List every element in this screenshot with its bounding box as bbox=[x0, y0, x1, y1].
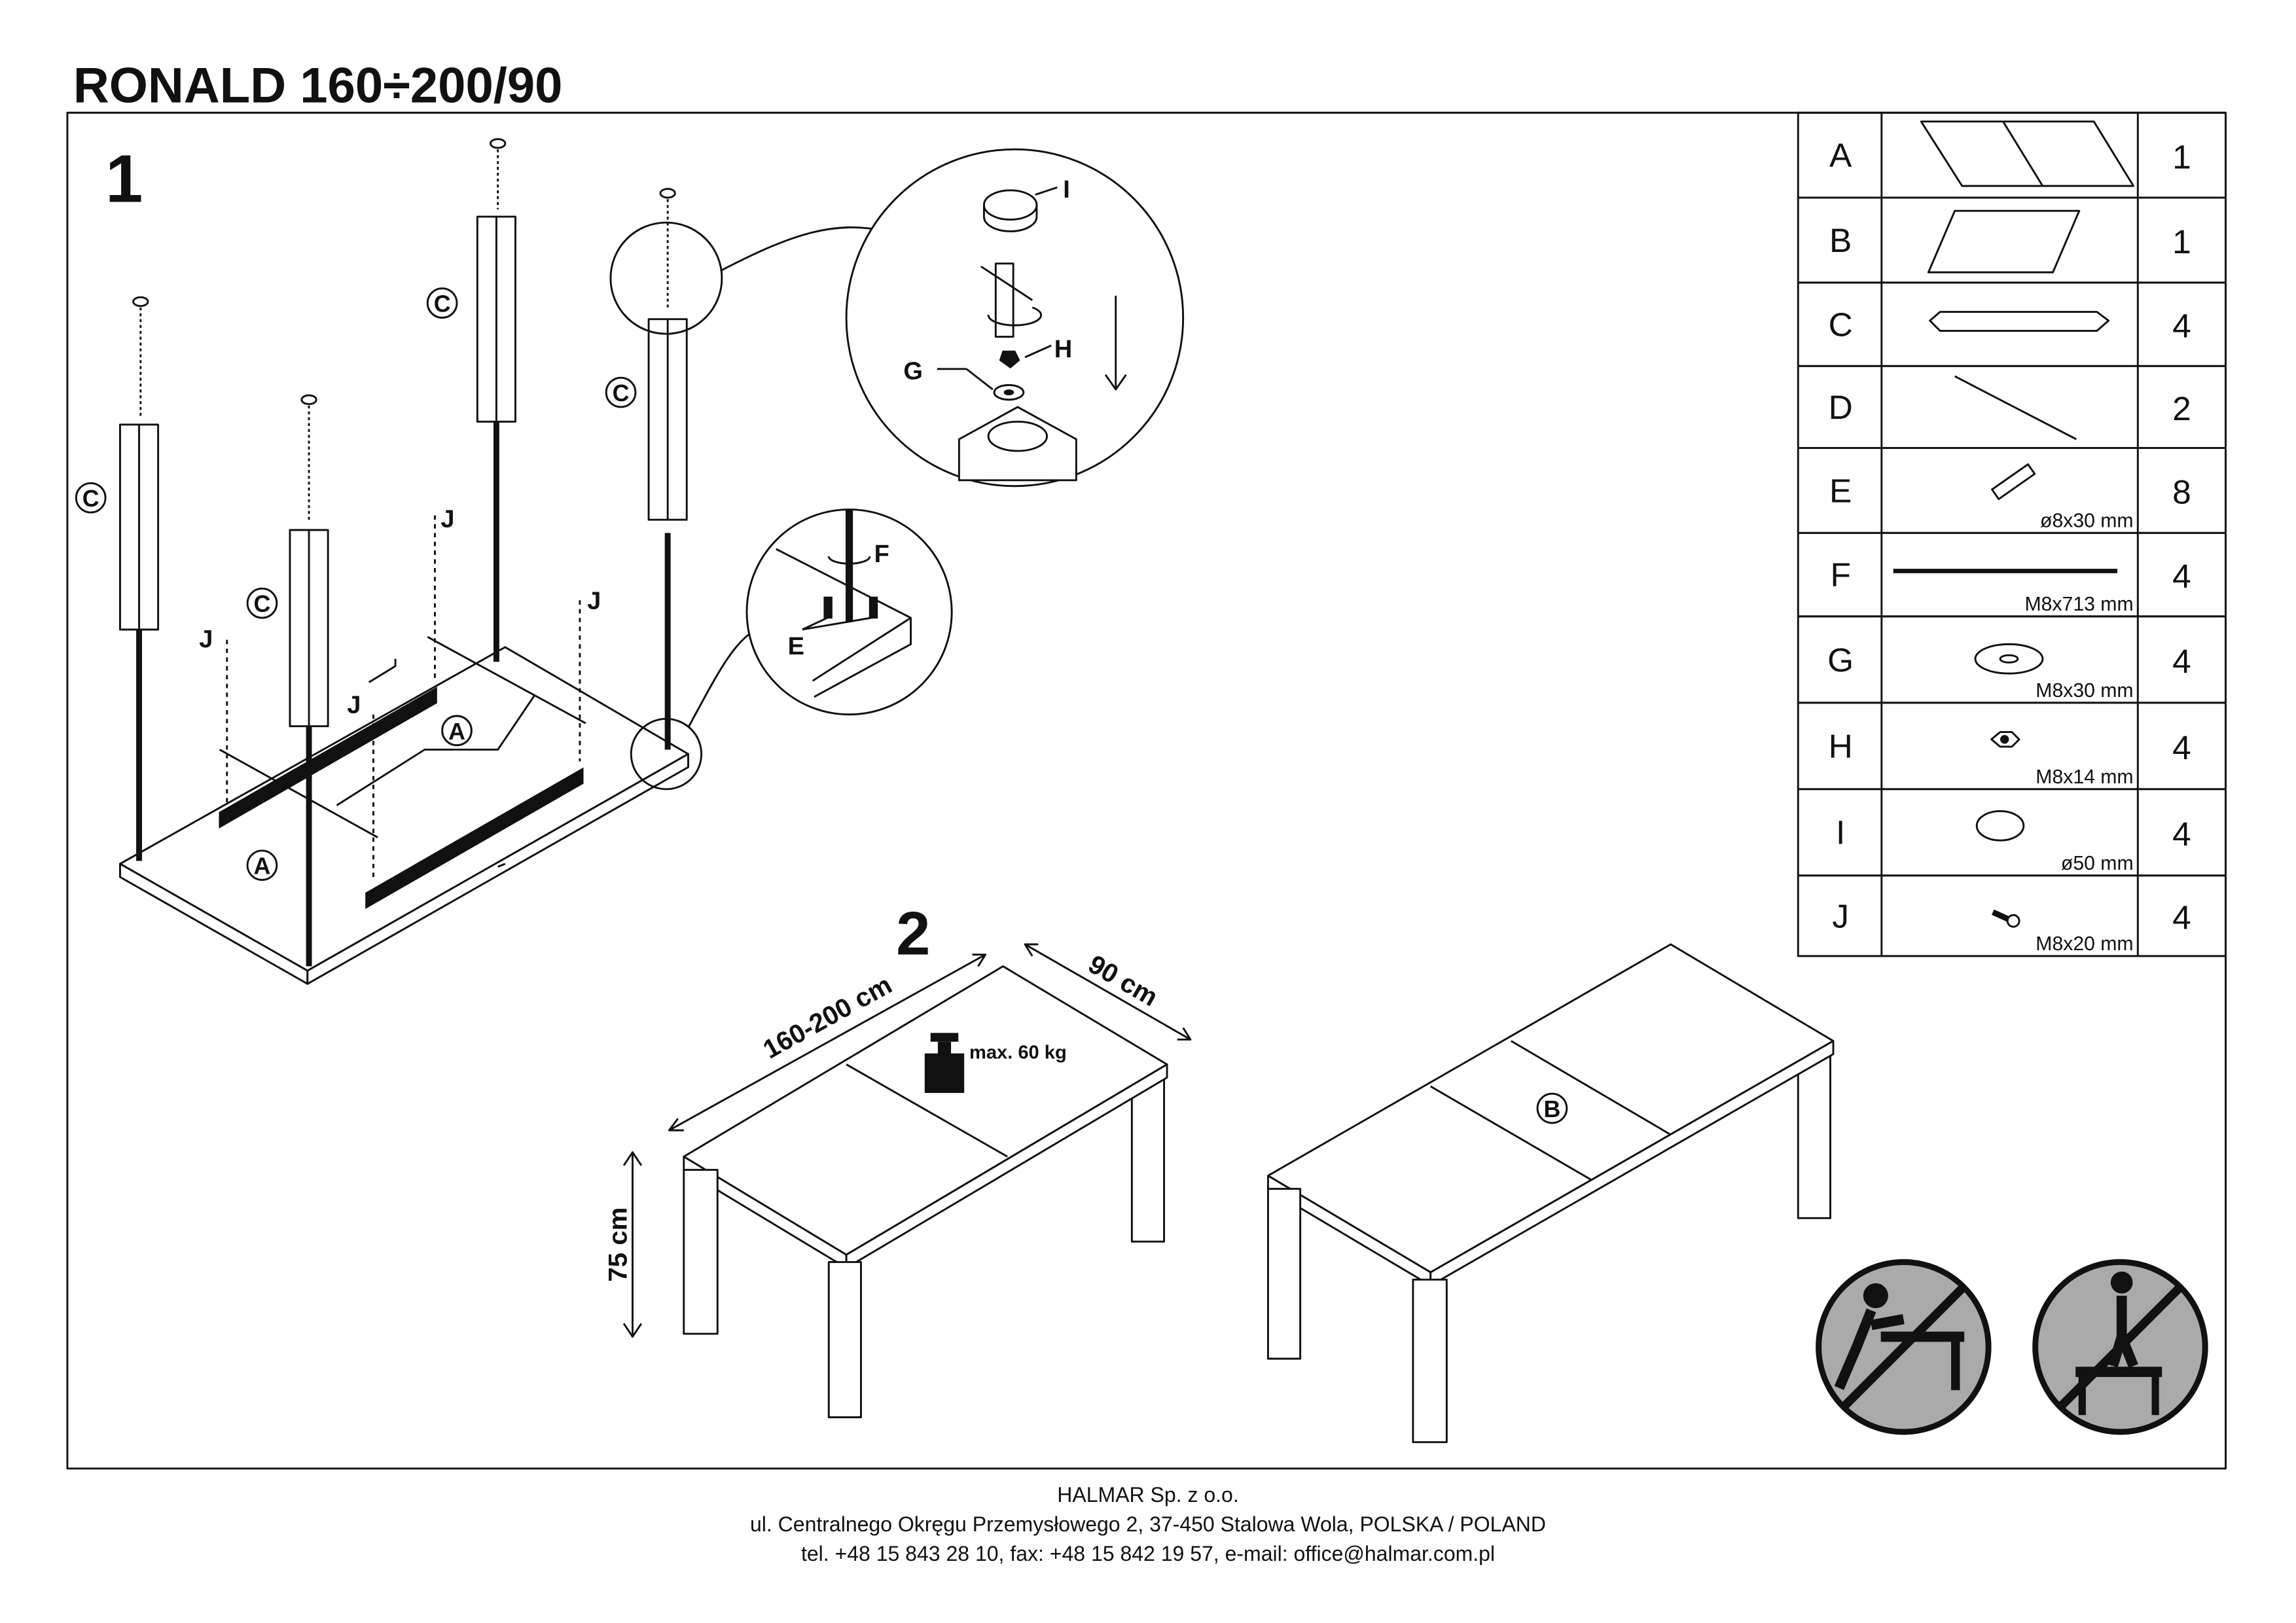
callout-a: A bbox=[246, 849, 278, 882]
detail-view-leg-top bbox=[845, 148, 1185, 488]
callout-c: C bbox=[246, 587, 278, 619]
svg-text:A: A bbox=[254, 853, 271, 880]
part-letter: F bbox=[1830, 556, 1850, 594]
table-closed-drawing: max. 60 kg bbox=[683, 965, 1168, 1419]
page-title: RONALD 160÷200/90 bbox=[73, 58, 563, 114]
part-quantity: 8 bbox=[2172, 473, 2191, 511]
callout-e: E bbox=[788, 633, 804, 660]
part-b-icon bbox=[1927, 209, 2081, 274]
warning-no-standing-icon bbox=[2032, 1258, 2208, 1435]
step-1-drawing: C C C C A A J J J J I H G F E bbox=[75, 138, 1185, 985]
part-letter: D bbox=[1829, 388, 1853, 426]
part-letter: H bbox=[1829, 727, 1853, 765]
callout-c: C bbox=[426, 287, 458, 319]
part-i-icon bbox=[1975, 810, 2025, 842]
part-size: M8x14 mm bbox=[2036, 766, 2133, 788]
detail-view-corner-contents bbox=[776, 509, 912, 698]
part-e-icon bbox=[1991, 463, 2036, 501]
part-j-icon bbox=[1991, 909, 2020, 928]
part-quantity: 1 bbox=[2172, 137, 2191, 175]
svg-text:90 cm: 90 cm bbox=[1083, 949, 1162, 1012]
callout-i: I bbox=[1063, 176, 1070, 204]
footer-company: HALMAR Sp. z o.o. bbox=[1057, 1483, 1239, 1507]
rail bbox=[219, 687, 437, 829]
part-letter: C bbox=[1829, 305, 1853, 343]
svg-text:A: A bbox=[448, 719, 465, 745]
part-quantity: 4 bbox=[2172, 728, 2191, 766]
part-quantity: 4 bbox=[2172, 899, 2191, 936]
table-extended-drawing: B bbox=[1266, 943, 1835, 1444]
callout-c: C bbox=[75, 482, 107, 514]
max-load-label: max. 60 kg bbox=[969, 1042, 1067, 1063]
part-h-icon bbox=[1990, 731, 2020, 748]
leg-c bbox=[647, 188, 688, 750]
callout-j: J bbox=[587, 588, 601, 615]
part-size: M8x30 mm bbox=[2036, 680, 2133, 702]
part-letter: I bbox=[1836, 813, 1845, 851]
part-quantity: 2 bbox=[2172, 389, 2191, 427]
leg-c bbox=[118, 296, 160, 861]
svg-text:C: C bbox=[254, 591, 271, 617]
footer-contact: tel. +48 15 843 28 10, fax: +48 15 842 1… bbox=[800, 1542, 1496, 1565]
svg-text:C: C bbox=[613, 380, 630, 406]
part-size: ø8x30 mm bbox=[2040, 510, 2134, 531]
part-letter: J bbox=[1832, 897, 1849, 935]
part-d-icon bbox=[1954, 375, 2077, 440]
dimension-height: 75 cm bbox=[603, 1151, 643, 1338]
step-2-number: 2 bbox=[896, 899, 930, 968]
detail-view-leg-top-contents bbox=[937, 186, 1127, 482]
svg-text:C: C bbox=[82, 486, 99, 512]
footer-address: ul. Centralnego Okręgu Przemysłowego 2, … bbox=[749, 1512, 1546, 1536]
callout-j: J bbox=[347, 692, 361, 719]
callout-j: J bbox=[199, 626, 213, 653]
callout-f: F bbox=[874, 541, 889, 568]
detail-marker-top bbox=[609, 221, 723, 335]
step-1-number: 1 bbox=[105, 141, 143, 217]
part-quantity: 4 bbox=[2172, 307, 2191, 345]
footer: HALMAR Sp. z o.o. ul. Centralnego Okręgu… bbox=[0, 1480, 2296, 1569]
leg-c bbox=[476, 138, 516, 662]
part-c-icon bbox=[1929, 311, 2110, 332]
weight-icon bbox=[924, 1033, 965, 1094]
svg-text:C: C bbox=[434, 291, 451, 317]
detail-marker-bottom bbox=[630, 718, 703, 791]
callout-j: J bbox=[440, 505, 454, 533]
part-letter: E bbox=[1829, 471, 1852, 509]
warning-no-sitting-icon bbox=[1816, 1258, 1992, 1435]
part-size: ø50 mm bbox=[2061, 853, 2134, 874]
parts-row-e: E 8 ø8x30 mm bbox=[1797, 447, 2227, 534]
callout-g: G bbox=[903, 357, 923, 385]
part-a-icon bbox=[1920, 120, 2135, 187]
part-letter: G bbox=[1827, 641, 1854, 679]
part-size: M8x20 mm bbox=[2036, 933, 2133, 955]
part-quantity: 4 bbox=[2172, 815, 2191, 853]
part-quantity: 4 bbox=[2172, 557, 2191, 595]
callout-a: A bbox=[441, 715, 473, 747]
parts-row-i: I 4 ø50 mm bbox=[1797, 788, 2227, 877]
callout-b: B bbox=[1536, 1092, 1568, 1124]
part-letter: B bbox=[1829, 221, 1852, 259]
callout-c: C bbox=[605, 376, 637, 408]
part-g-icon bbox=[1974, 643, 2044, 675]
part-quantity: 4 bbox=[2172, 642, 2191, 680]
svg-text:B: B bbox=[1544, 1096, 1561, 1122]
rail bbox=[365, 767, 584, 909]
part-quantity: 1 bbox=[2172, 223, 2191, 260]
leg-c bbox=[289, 394, 329, 967]
callout-h: H bbox=[1054, 336, 1072, 363]
part-letter: A bbox=[1829, 136, 1852, 174]
svg-text:75 cm: 75 cm bbox=[603, 1207, 633, 1282]
part-size: M8x713 mm bbox=[2025, 594, 2134, 615]
